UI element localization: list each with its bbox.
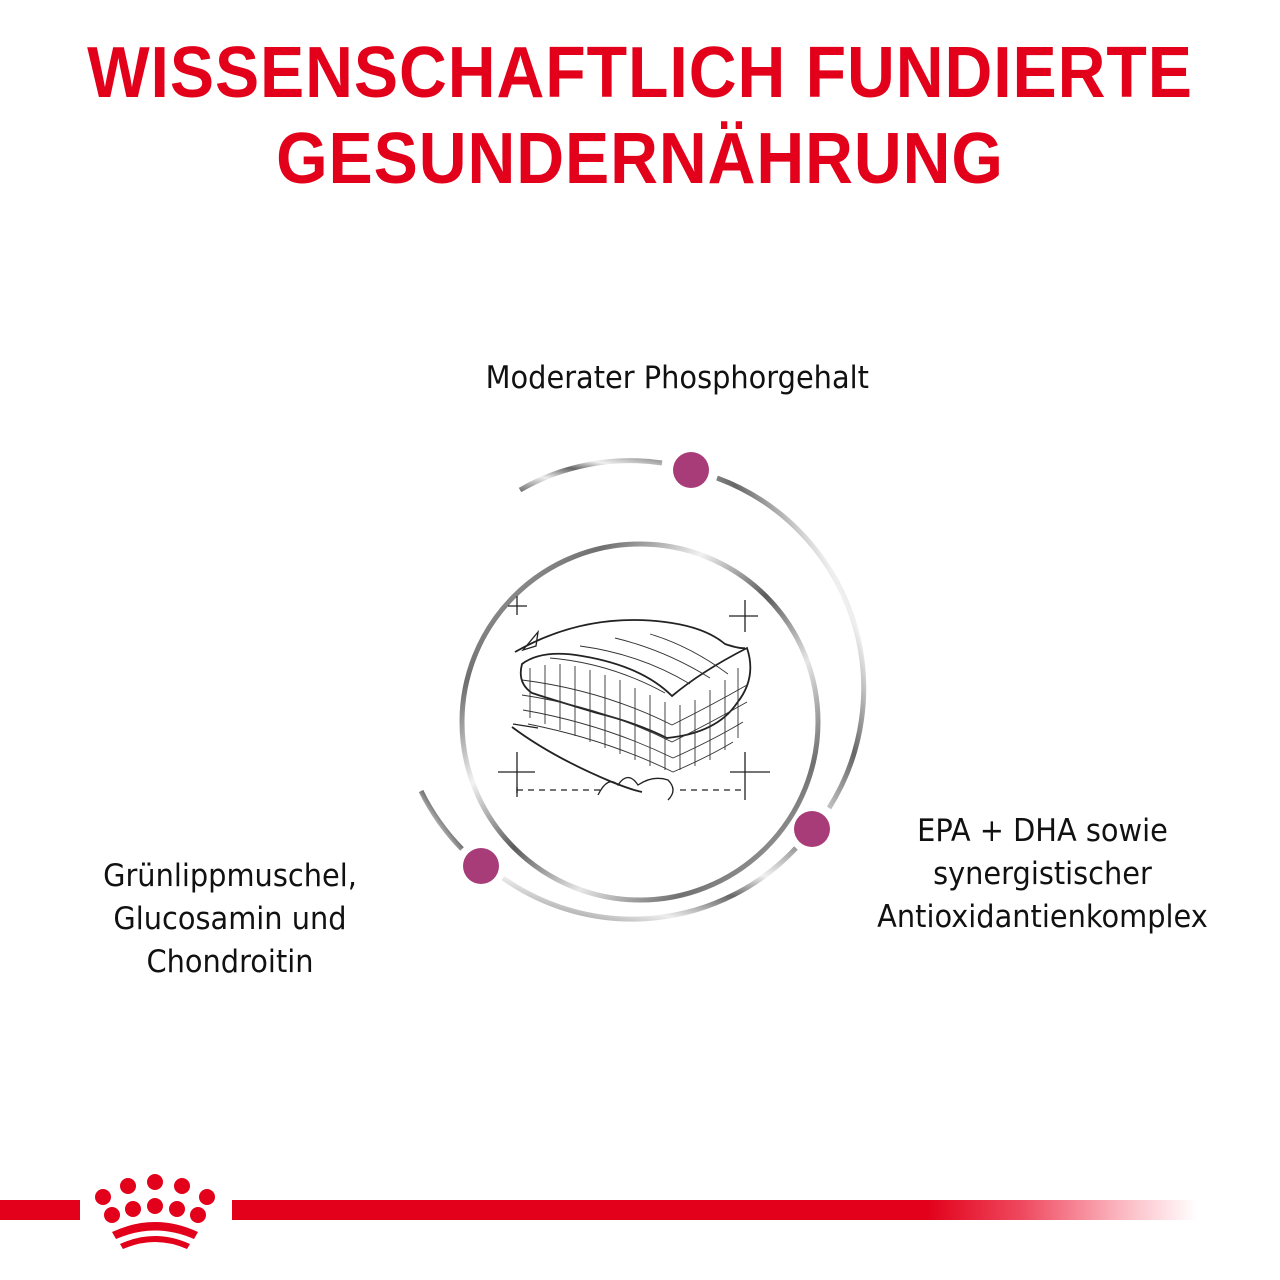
benefit-phosphorus: Moderater Phosphorgehalt bbox=[413, 357, 1027, 400]
benefit-joint-support: Grünlippmuschel, Glucosamin und Chondroi… bbox=[53, 855, 406, 984]
accent-dot-right bbox=[794, 811, 830, 847]
inner-ring bbox=[459, 541, 821, 903]
footer-bar-right bbox=[232, 1200, 1197, 1220]
accent-dot-left bbox=[463, 848, 499, 884]
benefit-text: synergistischer bbox=[933, 856, 1152, 892]
royal-canin-crown-logo bbox=[95, 1174, 215, 1249]
benefit-text: Glucosamin und bbox=[113, 901, 347, 937]
benefit-text: Grünlippmuschel, bbox=[103, 858, 357, 894]
headline: WISSENSCHAFTLICH FUNDIERTE GESUNDERNÄHRU… bbox=[51, 30, 1229, 202]
benefit-omega3-antioxidants: EPA + DHA sowie synergistischer Antioxid… bbox=[863, 810, 1221, 939]
accent-dot-top bbox=[673, 452, 709, 488]
footer-bar-left bbox=[0, 1200, 80, 1220]
benefit-text: EPA + DHA sowie bbox=[917, 813, 1168, 849]
headline-line-2: GESUNDERNÄHRUNG bbox=[276, 119, 1004, 199]
headline-line-1: WISSENSCHAFTLICH FUNDIERTE bbox=[87, 33, 1193, 113]
outer-ring bbox=[418, 458, 867, 922]
benefit-text: Moderater Phosphorgehalt bbox=[485, 360, 869, 396]
kibble-sketch-icon bbox=[498, 596, 770, 801]
benefit-text: Antioxidantienkomplex bbox=[877, 899, 1208, 935]
benefit-text: Chondroitin bbox=[146, 944, 314, 980]
